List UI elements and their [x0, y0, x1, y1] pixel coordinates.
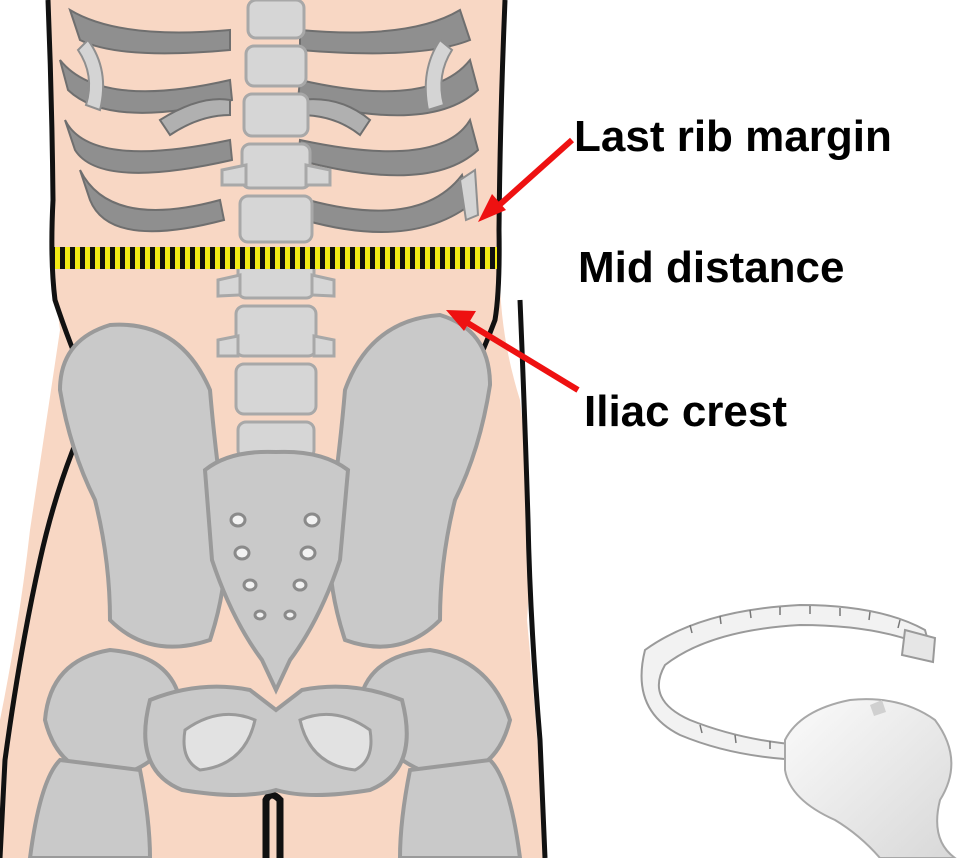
- tape-case: [785, 699, 955, 858]
- mid-distance-label: Mid distance: [578, 246, 845, 290]
- left-femur-shaft: [30, 760, 150, 858]
- waist-measure-line: [54, 247, 497, 269]
- last-rib-margin-label: Last rib margin: [574, 115, 892, 159]
- right-femur-shaft: [400, 760, 520, 858]
- iliac-crest-label: Iliac crest: [584, 390, 787, 434]
- measuring-tape-icon: [642, 605, 955, 858]
